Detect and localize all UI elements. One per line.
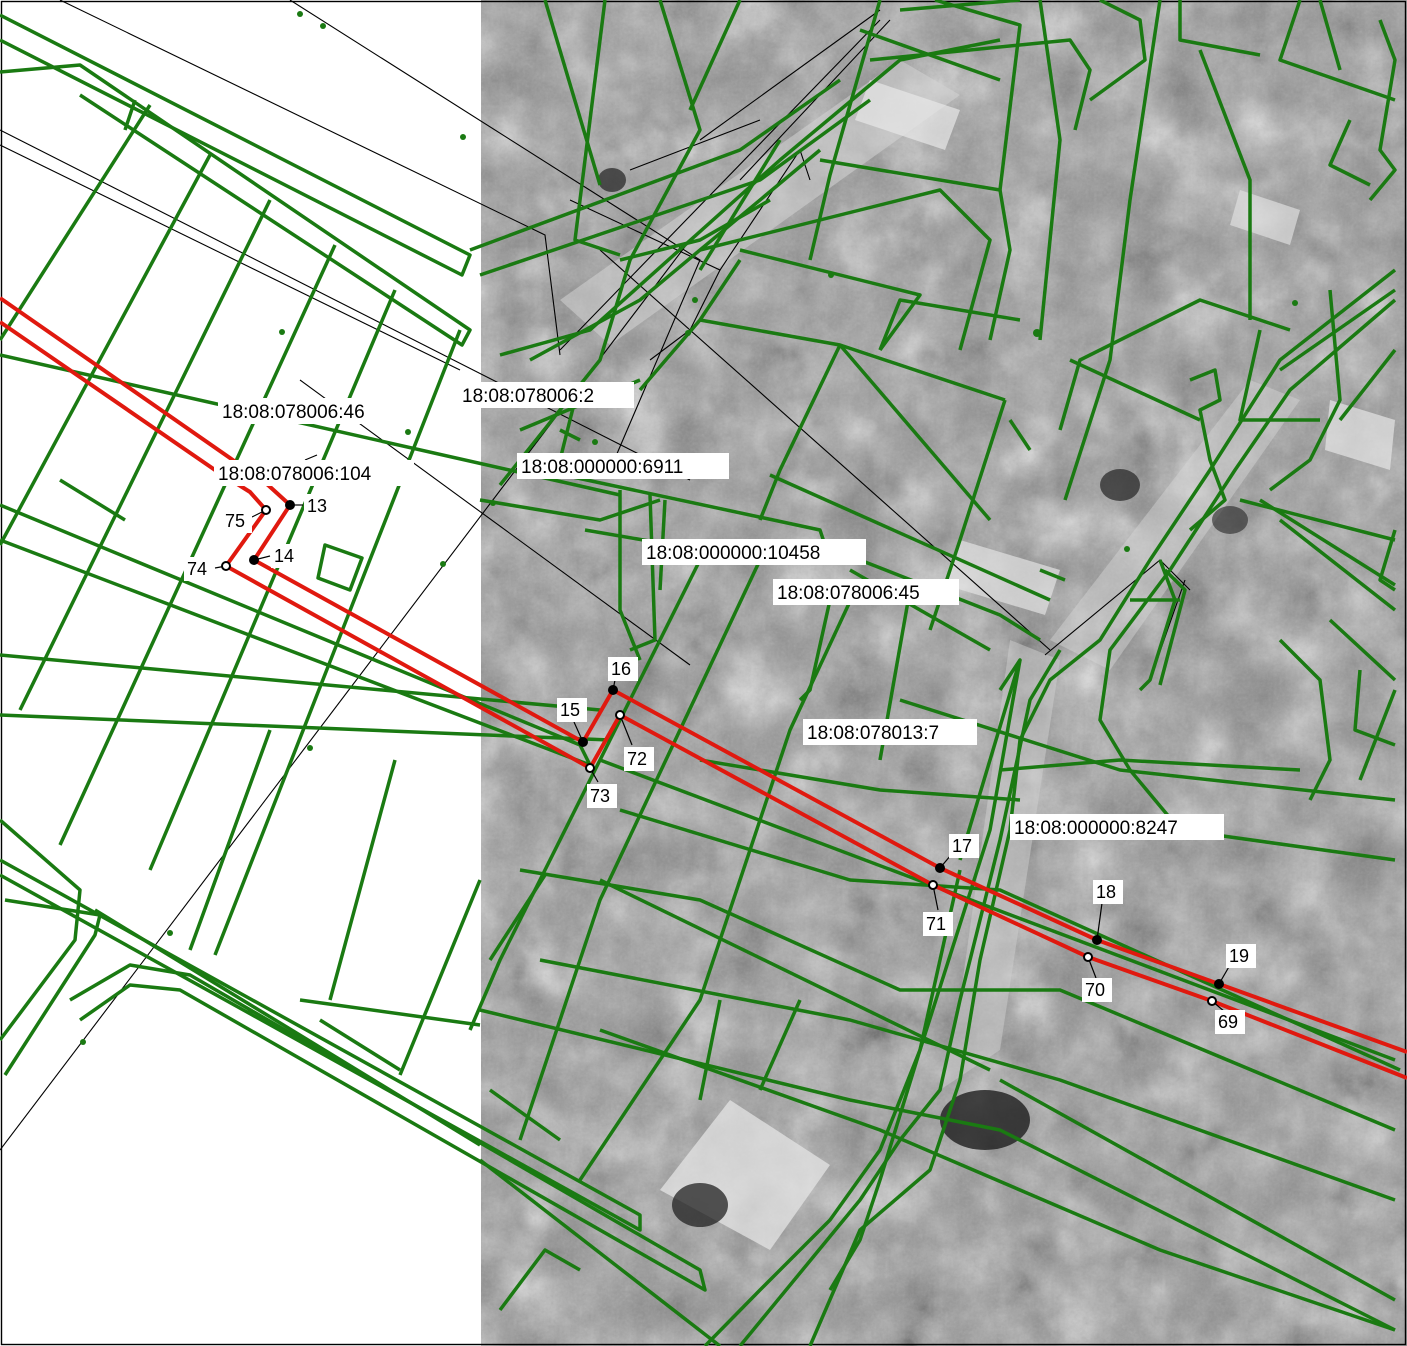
route-label-75-text: 75 <box>225 511 245 531</box>
route-label-17-text: 17 <box>952 836 972 856</box>
route-label-19-text: 19 <box>1229 946 1249 966</box>
route-label-14-text: 14 <box>274 546 294 566</box>
route-point-69 <box>1207 996 1217 1006</box>
route-point-13 <box>285 500 295 510</box>
parcel-label-7: 18:08:078013:7 <box>803 719 977 745</box>
parcel-label-6911-text: 18:08:000000:6911 <box>521 457 683 478</box>
parcel-label-2-text: 18:08:078006:2 <box>462 386 594 407</box>
route-point-74 <box>221 561 231 571</box>
route-point-16 <box>608 685 618 695</box>
parcel-label-46: 18:08:078006:46 <box>218 398 404 424</box>
parcel-label-104: 18:08:078006:104 <box>214 460 414 486</box>
route-label-73: 73 <box>587 784 617 808</box>
parcel-label-45: 18:08:078006:45 <box>773 579 959 605</box>
route-label-13-text: 13 <box>307 496 327 516</box>
route-label-15: 15 <box>557 698 587 722</box>
route-label-15-text: 15 <box>560 700 580 720</box>
route-label-74: 74 <box>184 557 214 581</box>
route-point-73 <box>585 763 595 773</box>
route-point-71 <box>928 880 938 890</box>
parcel-label-45-text: 18:08:078006:45 <box>777 583 920 604</box>
route-label-71: 71 <box>923 912 953 936</box>
route-label-71-text: 71 <box>926 914 946 934</box>
parcel-label-6911: 18:08:000000:6911 <box>517 453 729 479</box>
survey-markers <box>80 11 1298 1045</box>
route-label-14: 14 <box>271 544 301 568</box>
parcel-label-8247-text: 18:08:000000:8247 <box>1014 818 1178 839</box>
route-label-16: 16 <box>608 657 638 681</box>
aerial-photo <box>481 0 1407 1346</box>
route-label-75: 75 <box>222 509 252 533</box>
route-label-13: 13 <box>304 494 334 518</box>
parcel-label-104-text: 18:08:078006:104 <box>218 464 372 485</box>
parcel-label-2: 18:08:078006:2 <box>458 382 634 408</box>
parcel-label-10458-text: 18:08:000000:10458 <box>646 543 820 564</box>
route-label-69: 69 <box>1215 1010 1245 1034</box>
parcel-label-46-text: 18:08:078006:46 <box>222 402 365 423</box>
route-label-69-text: 69 <box>1218 1012 1238 1032</box>
route-point-15 <box>578 737 588 747</box>
route-label-17: 17 <box>949 834 979 858</box>
route-point-70 <box>1083 952 1093 962</box>
route-point-14 <box>249 555 259 565</box>
route-point-17 <box>935 863 945 873</box>
route-label-72-text: 72 <box>627 749 647 769</box>
route-point-19 <box>1214 979 1224 989</box>
route-label-70-text: 70 <box>1085 980 1105 1000</box>
parcel-label-7-text: 18:08:078013:7 <box>807 723 939 744</box>
route-point-markers[interactable] <box>221 500 1224 1006</box>
route-point-18 <box>1092 935 1102 945</box>
route-label-19: 19 <box>1226 944 1256 968</box>
route-point-75 <box>261 505 271 515</box>
route-label-73-text: 73 <box>590 786 610 806</box>
route-label-72: 72 <box>624 747 654 771</box>
route-label-16-text: 16 <box>611 659 631 679</box>
route-label-18: 18 <box>1093 880 1123 904</box>
route-point-72 <box>615 710 625 720</box>
route-label-18-text: 18 <box>1096 882 1116 902</box>
route-label-74-text: 74 <box>187 559 207 579</box>
parcel-label-8247: 18:08:000000:8247 <box>1010 814 1224 840</box>
route-label-70: 70 <box>1082 978 1112 1002</box>
parcel-labels: 18:08:078006:46 18:08:078006:104 18:08:0… <box>214 382 1224 840</box>
parcel-label-10458: 18:08:000000:10458 <box>642 539 866 565</box>
route-point-labels: 13 14 15 16 17 18 19 69 70 71 72 73 74 7… <box>184 494 1256 1034</box>
